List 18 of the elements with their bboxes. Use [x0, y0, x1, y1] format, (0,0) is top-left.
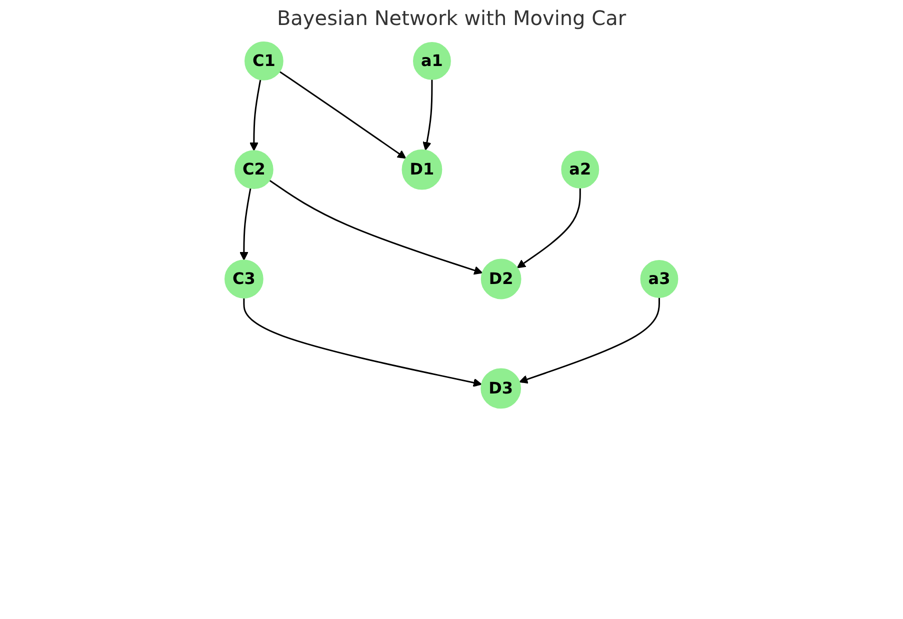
arrow [250, 79, 262, 152]
node-circle: a3 [640, 260, 678, 298]
node-circle: D1 [402, 149, 442, 190]
node-circle: D2 [480, 258, 522, 300]
arrow [279, 70, 406, 159]
arrow [243, 298, 482, 387]
arrow [240, 188, 252, 260]
node-circle: D3 [480, 368, 522, 409]
node-circle: a2 [561, 150, 600, 189]
node-circle: C3 [224, 260, 264, 298]
arrow [517, 188, 582, 268]
arrow [519, 297, 660, 384]
node-circle: C2 [234, 150, 274, 190]
node-circle: C1 [244, 42, 284, 80]
arrow [422, 79, 433, 151]
arrow [269, 180, 483, 275]
node-circle: a1 [413, 42, 452, 80]
diagram-title: Bayesian Network with Moving Car [276, 6, 628, 30]
